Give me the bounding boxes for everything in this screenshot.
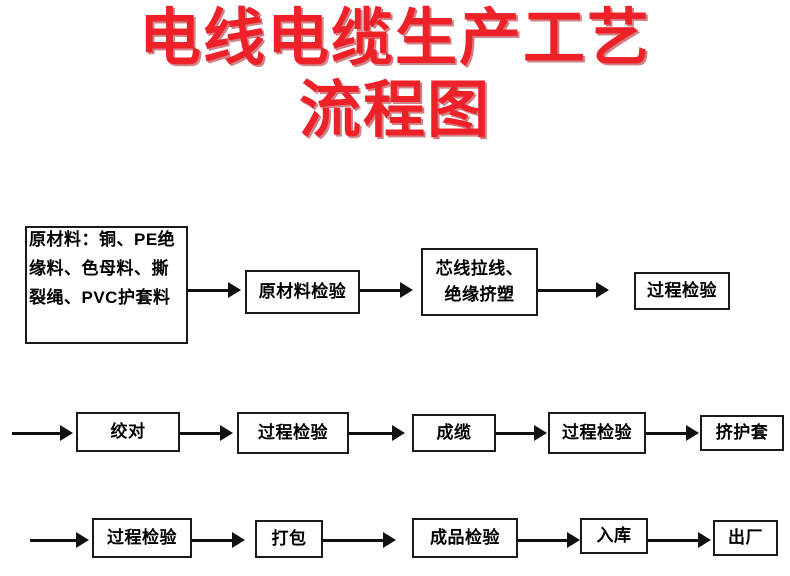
connector-packing-to-finished-inspection xyxy=(323,539,385,542)
flow-node-shipping[interactable]: 出厂 xyxy=(713,520,778,556)
flow-node-label: 原材料：铜、PE绝 缘料、色母料、撕 裂绳、PVC护套料 xyxy=(27,225,186,313)
flow-node-warehousing[interactable]: 入库 xyxy=(580,518,648,554)
arrowhead-icon xyxy=(232,532,245,548)
connector-drawing-to-process-inspection-1 xyxy=(538,289,598,292)
flow-node-label: 成品检验 xyxy=(430,528,500,548)
connector-inspection-to-cabling xyxy=(349,432,394,435)
arrowhead-icon xyxy=(596,282,609,298)
flow-node-label: 过程检验 xyxy=(562,423,632,443)
flow-node-label: 绞对 xyxy=(110,422,146,442)
flow-node-label: 打包 xyxy=(271,529,307,549)
arrowhead-icon xyxy=(76,532,89,548)
arrowhead-icon xyxy=(567,532,580,548)
arrowhead-icon xyxy=(392,425,405,441)
flow-node-process-inspection-1[interactable]: 过程检验 xyxy=(634,272,730,310)
flow-node-finished-product-inspection[interactable]: 成品检验 xyxy=(412,518,518,558)
connector-twisting-to-inspection xyxy=(180,432,222,435)
connector-inspection-to-drawing xyxy=(360,289,402,292)
arrowhead-icon xyxy=(383,532,396,548)
title-line-2: 流程图 xyxy=(298,76,491,145)
page-title: 电线电缆生产工艺 流程图 xyxy=(0,8,790,142)
arrowhead-icon xyxy=(698,532,711,548)
flow-node-process-inspection-4[interactable]: 过程检验 xyxy=(92,518,192,558)
connector-raw-materials-to-inspection xyxy=(188,289,230,292)
arrowhead-icon xyxy=(534,425,547,441)
flow-node-process-inspection-3[interactable]: 过程检验 xyxy=(548,412,646,454)
flow-node-label: 入库 xyxy=(596,526,632,546)
flow-node-raw-material-inspection[interactable]: 原材料检验 xyxy=(245,270,360,314)
connector-finished-inspection-to-warehousing xyxy=(518,539,570,542)
flow-node-label: 原材料检验 xyxy=(258,282,347,302)
flow-node-label-line-1: 芯线拉线、 xyxy=(435,259,524,279)
arrowhead-icon xyxy=(686,425,699,441)
connector-cabling-to-inspection xyxy=(496,432,536,435)
title-line-1: 电线电缆生产工艺 xyxy=(138,4,651,73)
connector-inspection-to-sheath xyxy=(646,432,688,435)
arrowhead-icon xyxy=(60,425,73,441)
flow-node-label-line-2: 缘料、色母料、撕 xyxy=(29,259,169,279)
flow-node-label: 过程检验 xyxy=(647,281,717,301)
flow-node-twisting[interactable]: 绞对 xyxy=(76,412,180,452)
flow-node-cabling[interactable]: 成缆 xyxy=(412,414,496,452)
arrowhead-icon xyxy=(400,282,413,298)
flow-node-label-line-3: 裂绳、PVC护套料 xyxy=(29,288,171,308)
flow-node-label: 成缆 xyxy=(436,423,472,443)
flow-node-label: 挤护套 xyxy=(715,423,769,443)
connector-row3-entry xyxy=(30,539,78,542)
flow-node-label: 过程检验 xyxy=(258,423,328,443)
flow-node-raw-materials[interactable]: 原材料：铜、PE绝 缘料、色母料、撕 裂绳、PVC护套料 xyxy=(25,226,188,344)
flow-node-process-inspection-2[interactable]: 过程检验 xyxy=(237,412,349,454)
flow-node-label: 过程检验 xyxy=(107,528,177,548)
connector-warehousing-to-shipping xyxy=(648,539,700,542)
flow-node-label: 出厂 xyxy=(728,528,763,548)
flow-node-label-line-1: 原材料：铜、PE绝 xyxy=(29,230,176,249)
flow-node-label-line-2: 绝缘挤塑 xyxy=(444,285,515,305)
flow-node-core-drawing-insulation-extrusion[interactable]: 芯线拉线、 绝缘挤塑 xyxy=(421,248,538,316)
connector-row2-entry xyxy=(12,432,62,435)
flow-node-sheath-extrusion[interactable]: 挤护套 xyxy=(700,415,784,451)
flow-node-packing[interactable]: 打包 xyxy=(255,520,323,558)
arrowhead-icon xyxy=(228,282,241,298)
connector-inspection-to-packing xyxy=(192,539,234,542)
arrowhead-icon xyxy=(220,425,233,441)
